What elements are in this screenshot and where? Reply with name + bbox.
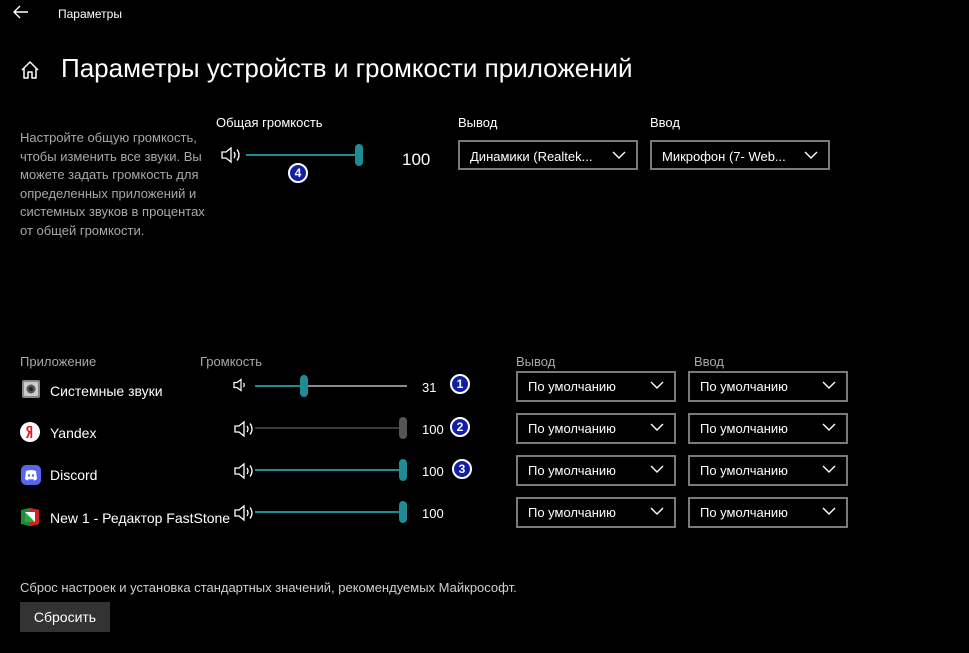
app-input-value: По умолчанию [700,421,788,436]
chevron-down-icon [822,507,836,515]
app-output-value: По умолчанию [528,463,616,478]
chevron-down-icon [650,465,664,473]
app-input-value: По умолчанию [700,379,788,394]
master-volume-slider[interactable] [246,144,363,166]
chevron-down-icon [822,423,836,431]
page-title: Параметры устройств и громкости приложен… [61,53,633,83]
master-volume-label: Общая громкость [216,115,323,130]
chevron-down-icon [650,507,664,515]
master-output-label: Вывод [458,115,498,130]
master-speaker-icon[interactable] [220,146,242,164]
master-input-value: Микрофон (7- Web... [662,149,786,164]
chevron-down-icon [650,423,664,431]
app-volume-slider[interactable] [255,417,407,439]
app-volume-fill [255,427,403,429]
reset-description: Сброс настроек и установка стандартных з… [20,580,517,595]
master-output-dropdown[interactable]: Динамики (Realtek... [458,140,638,170]
yandex-icon [20,422,40,442]
app-volume-value: 31 [422,380,437,395]
home-icon[interactable] [19,59,41,81]
app-name: New 1 - Редактор FastStone [50,510,231,526]
annotation-badge-1: 1 [450,374,470,394]
master-input-dropdown[interactable]: Микрофон (7- Web... [650,140,830,170]
app-input-value: По умолчанию [700,505,788,520]
app-name: Yandex [50,425,97,441]
chevron-down-icon [822,465,836,473]
chevron-down-icon [650,381,664,389]
faststone-icon [21,508,39,526]
app-output-dropdown[interactable]: По умолчанию [516,455,676,486]
app-volume-value: 100 [422,506,444,521]
description-text: Настройте общую громкость, чтобы изменит… [20,130,205,238]
master-output-value: Динамики (Realtek... [470,149,593,164]
app-volume-thumb[interactable] [399,501,407,523]
column-header-output: Вывод [516,354,556,369]
app-input-dropdown[interactable]: По умолчанию [688,455,848,486]
app-speaker-icon[interactable] [233,378,249,392]
app-volume-fill [255,469,403,471]
annotation-badge-2: 2 [450,417,470,437]
app-name: Системные звуки [50,383,163,399]
app-input-value: По умолчанию [700,463,788,478]
app-name: Discord [50,467,98,483]
app-output-value: По умолчанию [528,379,616,394]
app-volume-value: 100 [422,464,444,479]
system-sounds-icon [22,380,40,398]
app-volume-value: 100 [422,422,444,437]
app-output-value: По умолчанию [528,505,616,520]
app-output-dropdown[interactable]: По умолчанию [516,413,676,444]
app-output-value: По умолчанию [528,421,616,436]
app-volume-thumb[interactable] [399,417,407,439]
app-volume-thumb[interactable] [399,459,407,481]
app-output-dropdown[interactable]: По умолчанию [516,497,676,528]
master-volume-thumb[interactable] [355,144,363,166]
app-input-dropdown[interactable]: По умолчанию [688,413,848,444]
app-speaker-icon[interactable] [233,504,255,522]
master-volume-fill [246,154,359,156]
master-volume-value: 100 [402,150,431,169]
app-output-dropdown[interactable]: По умолчанию [516,371,676,402]
chevron-down-icon [612,151,626,159]
reset-button[interactable]: Сбросить [20,602,110,632]
app-volume-thumb[interactable] [300,375,308,397]
app-volume-slider[interactable] [255,501,407,523]
column-header-input: Ввод [694,354,724,369]
back-arrow-icon[interactable] [10,2,32,22]
window-title: Параметры [58,7,122,21]
app-input-dropdown[interactable]: По умолчанию [688,497,848,528]
app-volume-slider[interactable] [255,459,407,481]
app-volume-fill [255,511,403,513]
column-header-volume: Громкость [200,354,262,369]
column-header-app: Приложение [20,354,97,369]
annotation-badge-3: 3 [452,459,472,479]
chevron-down-icon [804,151,818,159]
app-volume-slider[interactable] [255,375,407,397]
app-speaker-icon[interactable] [233,420,255,438]
annotation-badge-4: 4 [288,163,308,183]
chevron-down-icon [822,381,836,389]
app-input-dropdown[interactable]: По умолчанию [688,371,848,402]
app-volume-fill [255,385,304,387]
discord-icon [21,465,41,485]
master-input-label: Ввод [650,115,680,130]
app-speaker-icon[interactable] [233,462,255,480]
